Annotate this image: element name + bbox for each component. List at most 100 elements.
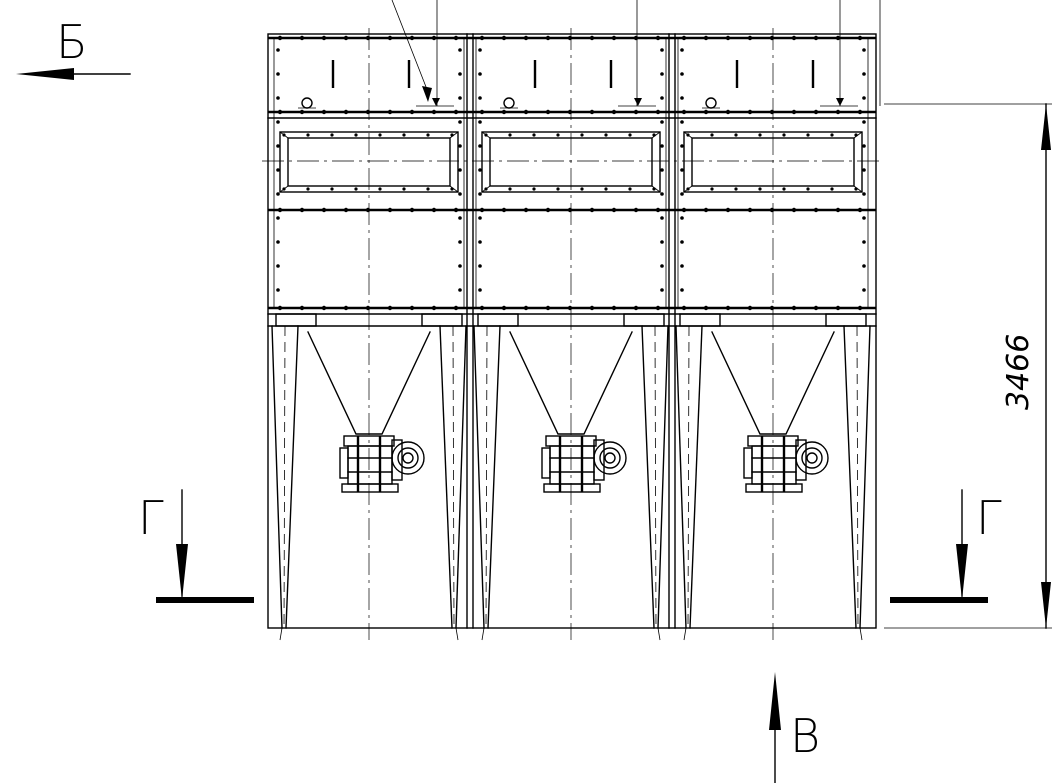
base-pad — [275, 313, 317, 327]
bolt — [862, 264, 866, 268]
section-arrow-g-right: Г — [890, 489, 1002, 603]
bolt — [478, 264, 482, 268]
bolt — [862, 168, 866, 172]
bolt — [611, 109, 617, 115]
bolt — [680, 168, 684, 172]
bolt — [545, 305, 551, 311]
bolt — [806, 187, 810, 191]
bolt — [556, 133, 560, 137]
section-label-g-left: Г — [138, 491, 164, 545]
bolt — [354, 187, 358, 191]
bolt — [725, 35, 731, 41]
bolt — [703, 35, 709, 41]
bolt — [484, 133, 488, 137]
bolt — [758, 133, 762, 137]
bolt — [501, 35, 507, 41]
bolt — [680, 216, 684, 220]
bolt — [681, 109, 687, 115]
bolt — [862, 192, 866, 196]
bolt — [655, 207, 661, 213]
bolt — [611, 35, 617, 41]
bolt — [387, 305, 393, 311]
bolt — [854, 133, 858, 137]
bolt — [660, 264, 664, 268]
bolt — [769, 109, 775, 115]
bolt — [276, 48, 280, 52]
level-marker — [634, 98, 642, 106]
base-pad — [477, 313, 519, 327]
bolt — [343, 207, 349, 213]
leg-left — [473, 325, 485, 629]
bolt — [299, 207, 305, 213]
window-inner — [691, 137, 855, 187]
bolt — [523, 35, 529, 41]
bolt — [747, 207, 753, 213]
bolt — [378, 187, 382, 191]
bolt — [343, 305, 349, 311]
bolt — [532, 187, 536, 191]
bolt — [523, 207, 529, 213]
window-inner — [489, 137, 653, 187]
section-label-g-right: Г — [976, 491, 1002, 545]
hopper-cone — [307, 331, 431, 435]
bolt — [458, 288, 462, 292]
bolt — [655, 35, 661, 41]
leg-right — [859, 325, 871, 629]
leg-right — [657, 325, 669, 629]
bolt — [458, 240, 462, 244]
bolt — [680, 120, 684, 124]
bolt — [276, 144, 280, 148]
unit-outline — [267, 33, 877, 629]
bolt — [458, 192, 462, 196]
bolt — [589, 109, 595, 115]
bolt — [660, 120, 664, 124]
bolt — [611, 305, 617, 311]
bolt — [501, 305, 507, 311]
bolt — [409, 35, 415, 41]
base-pad — [825, 313, 867, 327]
bolt — [680, 96, 684, 100]
window-outer — [279, 131, 459, 193]
rotary-valve — [541, 435, 627, 493]
bolt — [791, 109, 797, 115]
bolt — [862, 288, 866, 292]
bolt — [458, 216, 462, 220]
bolt — [409, 305, 415, 311]
bolt — [857, 207, 863, 213]
bolt — [282, 133, 286, 137]
bolt — [680, 72, 684, 76]
section-arrow-g-left: Г — [138, 489, 254, 603]
bolt — [862, 96, 866, 100]
bolt — [453, 109, 459, 115]
bolt — [330, 133, 334, 137]
dimension-value: 3466 — [1001, 334, 1036, 410]
bolt — [633, 207, 639, 213]
bolt — [479, 109, 485, 115]
port-circle — [503, 97, 515, 109]
bolt — [276, 72, 280, 76]
bolt — [321, 109, 327, 115]
bolt — [409, 207, 415, 213]
bolt — [567, 305, 573, 311]
bolt — [458, 120, 462, 124]
bolt — [589, 207, 595, 213]
bolt — [277, 109, 283, 115]
bolt — [734, 187, 738, 191]
bolt — [387, 35, 393, 41]
bolt — [680, 288, 684, 292]
bolt — [660, 168, 664, 172]
bolt — [365, 35, 371, 41]
bolt — [545, 109, 551, 115]
bolt — [660, 96, 664, 100]
bolt — [813, 305, 819, 311]
bolt — [299, 305, 305, 311]
bolt — [835, 305, 841, 311]
bolt — [523, 305, 529, 311]
bolt — [604, 133, 608, 137]
leg-left — [271, 325, 283, 629]
bolt — [276, 168, 280, 172]
bolt — [354, 133, 358, 137]
bolt — [545, 207, 551, 213]
bolt — [501, 109, 507, 115]
